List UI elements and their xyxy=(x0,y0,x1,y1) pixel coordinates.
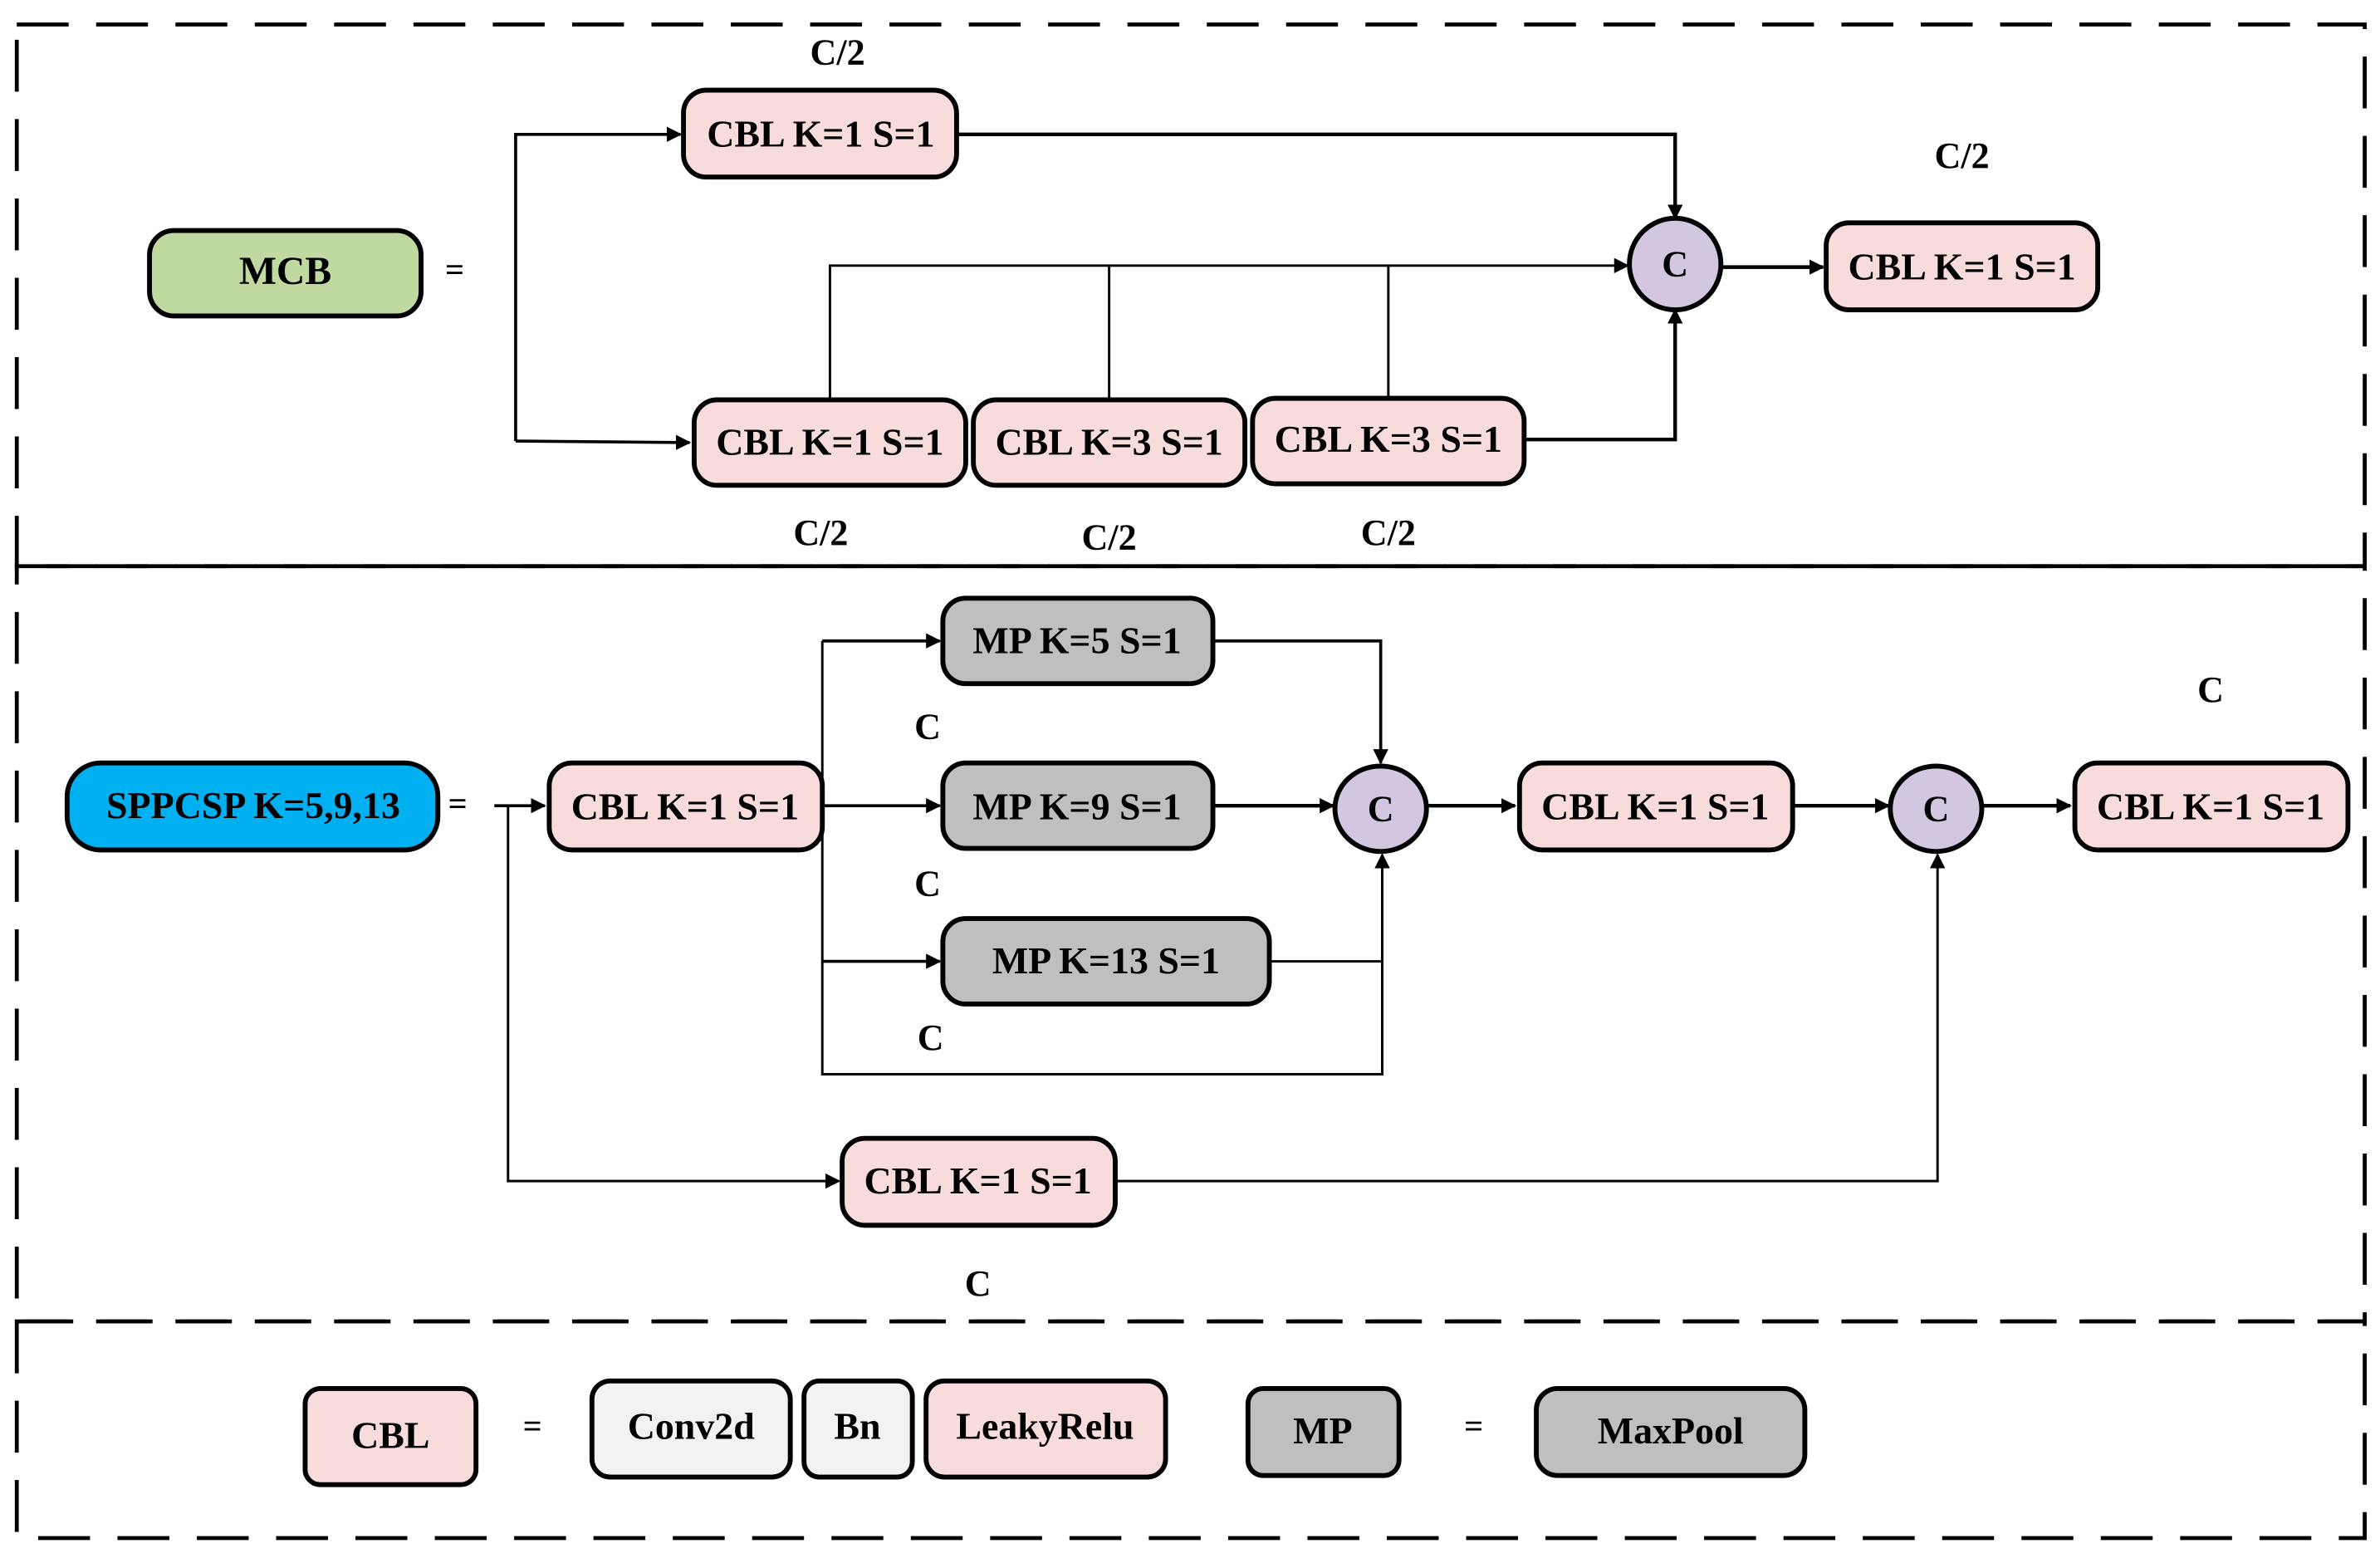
mp-k13-channels: C xyxy=(918,1017,944,1058)
spp-concat1-node xyxy=(1332,763,1429,855)
mcb-chain-cbl-2-label: CBL K=3 S=1 xyxy=(995,421,1222,463)
mcb-chain-cbl-2-channels: C/2 xyxy=(1082,517,1137,558)
spp-out-cbl-box xyxy=(2072,760,2351,853)
mcb-top-cbl-label: CBL K=1 S=1 xyxy=(707,112,934,154)
mp-k5-label: MP K=5 S=1 xyxy=(972,619,1181,661)
sppcsp-title-box xyxy=(64,760,441,853)
spp-out-cbl-channels: C xyxy=(2197,669,2224,710)
mcb-top-cbl-box xyxy=(681,87,959,180)
mcb-chain-cbl-1-label: CBL K=1 S=1 xyxy=(716,421,943,463)
mcb-chain-cbl-2-box xyxy=(971,397,1248,488)
spp-mid-cbl-label: CBL K=1 S=1 xyxy=(1541,786,1769,828)
spp-in-cbl-box xyxy=(546,760,825,853)
spp-shortcut-cbl-label: CBL K=1 S=1 xyxy=(864,1159,1091,1202)
legend-leakyrelu-box xyxy=(923,1378,1168,1480)
legend-maxpool-box xyxy=(1534,1386,1808,1478)
mp-k13-box xyxy=(940,916,1272,1007)
mp-k9-box xyxy=(940,760,1216,851)
spp-concat2-label: C xyxy=(1922,789,1949,830)
mcb-top-cbl-channels: C/2 xyxy=(810,32,865,72)
spp-shortcut-wire xyxy=(507,806,841,1189)
legend-leakyrelu-label: LeakyRelu xyxy=(956,1405,1134,1448)
legend-bn-label: Bn xyxy=(834,1405,880,1448)
legend-section-frame xyxy=(14,1319,2368,1541)
mcb-equals: = xyxy=(445,251,464,288)
sppcsp-equals: = xyxy=(448,785,468,822)
mcb-chain-cbl-3-channels: C/2 xyxy=(1361,512,1416,553)
spp-mid-cbl-box xyxy=(1516,760,1795,853)
mcb-title: MCB xyxy=(239,249,331,293)
mcb-chain-out-wire xyxy=(1525,308,1683,442)
legend-cbl-label: CBL xyxy=(351,1414,429,1457)
mcb-tap-bus-wire xyxy=(828,257,1630,400)
spp-concat1-label: C xyxy=(1368,789,1394,830)
mp-k9-label: MP K=9 S=1 xyxy=(972,786,1181,828)
mcb-section-frame xyxy=(14,22,2368,569)
mcb-section: MCB = CBL K=1 S=1 C/2 CBL K=1 S=1 C/2 CB… xyxy=(147,32,2101,558)
mp5-to-concat-wire xyxy=(1212,639,1388,765)
spp-in-cbl-label: CBL K=1 S=1 xyxy=(571,786,799,828)
mcb-chain-cbl-1-box xyxy=(691,397,968,488)
spp-shortcut-cbl-channels: C xyxy=(965,1263,992,1304)
mcb-out-cbl-box xyxy=(1824,220,2101,313)
sppcsp-section-frame xyxy=(14,564,2368,1324)
mcb-top-to-concat-wire xyxy=(956,132,1683,220)
legend-conv2d-label: Conv2d xyxy=(628,1405,756,1448)
legend-conv2d-box xyxy=(589,1378,793,1480)
legend-bn-box xyxy=(801,1378,915,1480)
mcb-out-cbl-label: CBL K=1 S=1 xyxy=(1848,245,2075,287)
mcb-chain-in-wire xyxy=(515,434,692,450)
mcb-chain-cbl-3-label: CBL K=3 S=1 xyxy=(1275,418,1502,460)
legend-cbl-box xyxy=(302,1386,479,1487)
mp13-to-concat-wire xyxy=(1271,853,1390,963)
mp-k5-box xyxy=(940,595,1216,687)
mp-k13-label: MP K=13 S=1 xyxy=(992,939,1220,982)
legend: CBL = Conv2d Bn LeakyRelu MP = MaxPool xyxy=(302,1378,1808,1487)
legend-mp-box xyxy=(1245,1386,1402,1478)
spp-out-cbl-label: CBL K=1 S=1 xyxy=(2097,786,2324,828)
shortcut-to-concat2-wire xyxy=(1116,853,1946,1183)
spp-shortcut-cbl-box xyxy=(840,1135,1118,1228)
mcb-concat-label: C xyxy=(1662,244,1688,285)
mcb-chain-cbl-1-channels: C/2 xyxy=(793,512,848,553)
spp-fanout-bus xyxy=(820,640,1383,1075)
sppcsp-section: SPPCSP K=5,9,13 = CBL K=1 S=1 MP K=5 S=1… xyxy=(64,595,2351,1304)
legend-maxpool-label: MaxPool xyxy=(1598,1409,1744,1452)
mp-k5-channels: C xyxy=(914,706,941,747)
mcb-out-cbl-channels: C/2 xyxy=(1935,135,1990,176)
mcb-title-box xyxy=(147,228,424,319)
spp-concat2-node xyxy=(1888,763,1985,855)
legend-mp-label: MP xyxy=(1293,1409,1352,1452)
mcb-split-wire xyxy=(514,126,683,442)
legend-equals-1: = xyxy=(523,1408,542,1445)
sppcsp-title: SPPCSP K=5,9,13 xyxy=(106,784,400,826)
mcb-chain-cbl-3-box xyxy=(1250,395,1527,487)
mcb-concat-node xyxy=(1627,215,1724,313)
mp-k9-channels: C xyxy=(914,864,941,904)
legend-equals-2: = xyxy=(1464,1408,1483,1445)
